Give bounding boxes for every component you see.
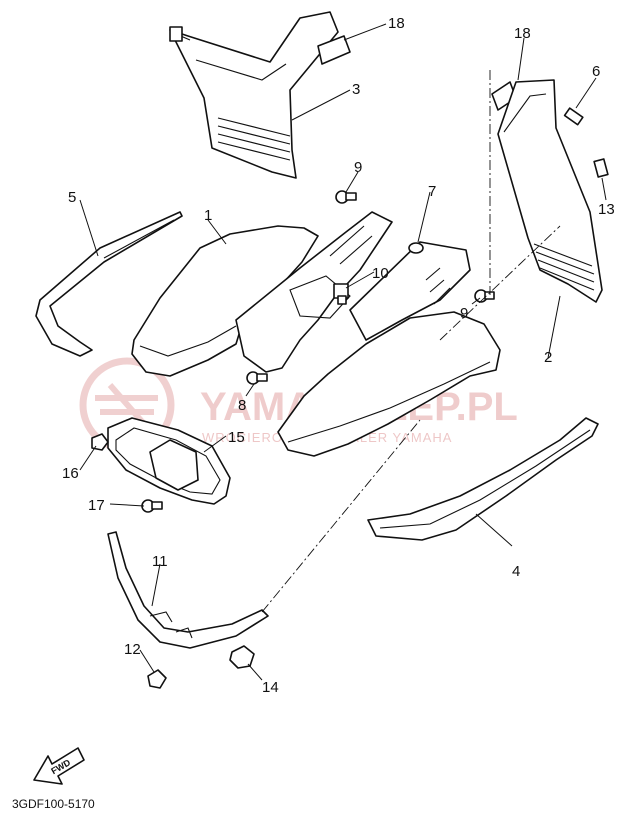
part-2-side-cover bbox=[497, 79, 603, 303]
callout-15: 15 bbox=[228, 429, 245, 446]
part-10-nut bbox=[333, 283, 349, 305]
callout-12: 12 bbox=[124, 641, 141, 658]
part-14-nut bbox=[229, 645, 255, 669]
part-2-rear-fender bbox=[277, 241, 501, 457]
fwd-arrow-icon: FWD bbox=[33, 747, 85, 785]
callout-9-top: 9 bbox=[354, 159, 362, 176]
callout-8: 8 bbox=[238, 397, 246, 414]
part-17-bolt bbox=[141, 499, 163, 513]
callout-11: 11 bbox=[152, 553, 168, 570]
callout-17: 17 bbox=[88, 497, 105, 514]
callout-18-top: 18 bbox=[388, 15, 405, 32]
callout-10: 10 bbox=[372, 265, 389, 282]
part-12-bolt bbox=[147, 669, 167, 689]
part-6-bolt bbox=[563, 107, 584, 126]
part-5-trim bbox=[35, 211, 183, 357]
callout-7: 7 bbox=[428, 183, 436, 200]
callout-16: 16 bbox=[62, 465, 79, 482]
part-8-screw bbox=[246, 371, 268, 385]
part-18-pad-top bbox=[317, 35, 351, 65]
callout-1: 1 bbox=[204, 207, 212, 224]
callout-3: 3 bbox=[352, 81, 360, 98]
drawing-code: 3GDF100-5170 bbox=[12, 797, 95, 811]
callout-5: 5 bbox=[68, 189, 76, 206]
part-4-trim bbox=[367, 417, 599, 541]
callout-4: 4 bbox=[512, 563, 520, 580]
part-9-screw-right bbox=[474, 289, 495, 303]
callout-9-right: 9 bbox=[460, 305, 468, 322]
part-3-side-cover bbox=[169, 11, 339, 179]
part-7-grommet bbox=[408, 242, 424, 254]
callout-18-right: 18 bbox=[514, 25, 531, 42]
callout-2: 2 bbox=[544, 349, 552, 366]
part-9-screw-top bbox=[335, 190, 357, 204]
callout-6: 6 bbox=[592, 63, 600, 80]
callouts: 1 2 3 4 5 6 7 8 9 9 10 11 12 13 14 15 16… bbox=[62, 15, 615, 696]
part-13-bolt bbox=[593, 158, 609, 178]
part-1-front-fender bbox=[131, 211, 393, 377]
callout-14: 14 bbox=[262, 679, 279, 696]
callout-13: 13 bbox=[598, 201, 615, 218]
part-11-stay bbox=[107, 531, 269, 649]
part-15-bracket bbox=[107, 417, 231, 505]
assembly-chains bbox=[261, 70, 561, 613]
leader-lines bbox=[79, 23, 607, 681]
